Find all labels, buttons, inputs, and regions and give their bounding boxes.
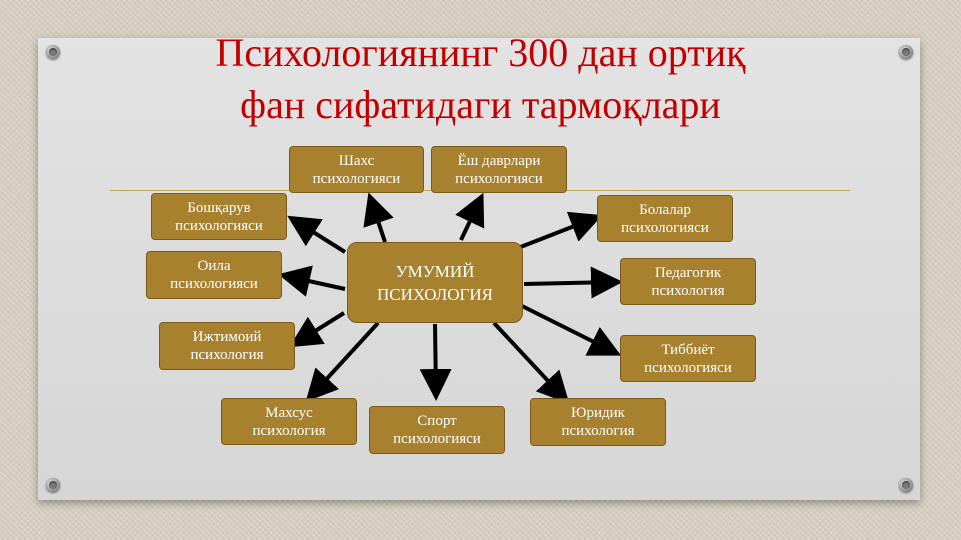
arrow-to-sport: [419, 323, 452, 401]
arrow-to-oila: [278, 265, 346, 297]
arrow-to-makhsus: [305, 321, 380, 402]
node-label-line2: психология: [190, 347, 264, 363]
node-makhsus: Махсус психология: [221, 398, 357, 445]
node-label-line1: Спорт: [417, 413, 457, 429]
slide-title-line2: фан сифатидаги тармоқлари: [240, 82, 721, 127]
node-pedagogik: Педагогик психология: [620, 258, 756, 305]
arrow-to-ijtimoiy: [289, 311, 346, 348]
arrow-to-bolalar: [517, 211, 603, 250]
screw-icon: [899, 45, 913, 59]
center-node-general-psychology: УМУМИЙ ПСИХОЛОГИЯ: [347, 242, 523, 323]
node-label-line1: Ёш даврлари: [457, 152, 541, 169]
node-label-line1: Ижтимоий: [192, 329, 262, 345]
node-oila: Оила психологияси: [146, 251, 282, 299]
arrow-to-boshqaruv: [287, 215, 347, 254]
node-label-line2: психология: [561, 423, 635, 439]
node-label-line2: психологияси: [455, 170, 543, 187]
node-ijtimoiy: Ижтимоий психология: [159, 322, 295, 370]
node-label-line2: психология: [651, 282, 725, 299]
node-tibbiyot: Тиббиёт психологияси: [620, 335, 756, 382]
node-label-line1: Махсус: [265, 404, 313, 421]
node-boshqaruv: Бошқарув психологияси: [151, 193, 287, 240]
node-sport: Спорт психологияси: [369, 406, 505, 454]
center-node-line2: ПСИХОЛОГИЯ: [377, 284, 493, 304]
node-label-line1: Шахс: [338, 152, 375, 169]
node-label-line1: Тиббиёт: [661, 341, 715, 358]
node-shakhs: Шахс психологияси: [289, 146, 424, 193]
node-label-line1: Бошқарув: [187, 199, 251, 216]
node-label-line1: Юридик: [571, 405, 625, 421]
screw-icon: [46, 45, 60, 59]
node-label-line1: Болалар: [639, 201, 691, 218]
node-yosh: Ёш даврлари психологияси: [431, 146, 567, 193]
node-label-line2: психологияси: [621, 219, 709, 236]
screw-icon: [899, 478, 913, 492]
arrow-to-shakhs: [363, 192, 394, 243]
node-label-line2: психологияси: [312, 170, 401, 187]
node-label-line2: психологияси: [393, 431, 481, 447]
node-bolalar: Болалар психологияси: [597, 195, 733, 242]
node-label-line2: психология: [252, 422, 326, 439]
node-label-line2: психологияси: [644, 359, 732, 376]
screw-icon: [46, 478, 60, 492]
center-node-line1: УМУМИЙ: [395, 261, 475, 281]
arrow-to-yuridik: [492, 321, 570, 404]
arrow-to-yosh: [455, 192, 485, 241]
slide-title-line1: Психологиянинг 300 дан ортиқ: [215, 30, 746, 75]
node-label-line2: психологияси: [175, 217, 263, 234]
node-label-line2: психологияси: [170, 276, 258, 292]
arrow-to-pedagogik: [523, 266, 623, 299]
node-yuridik: Юридик психология: [530, 398, 666, 446]
node-label-line1: Педагогик: [654, 264, 722, 281]
node-label-line1: Оила: [197, 258, 231, 274]
arrow-to-tibbiyot: [521, 304, 622, 356]
